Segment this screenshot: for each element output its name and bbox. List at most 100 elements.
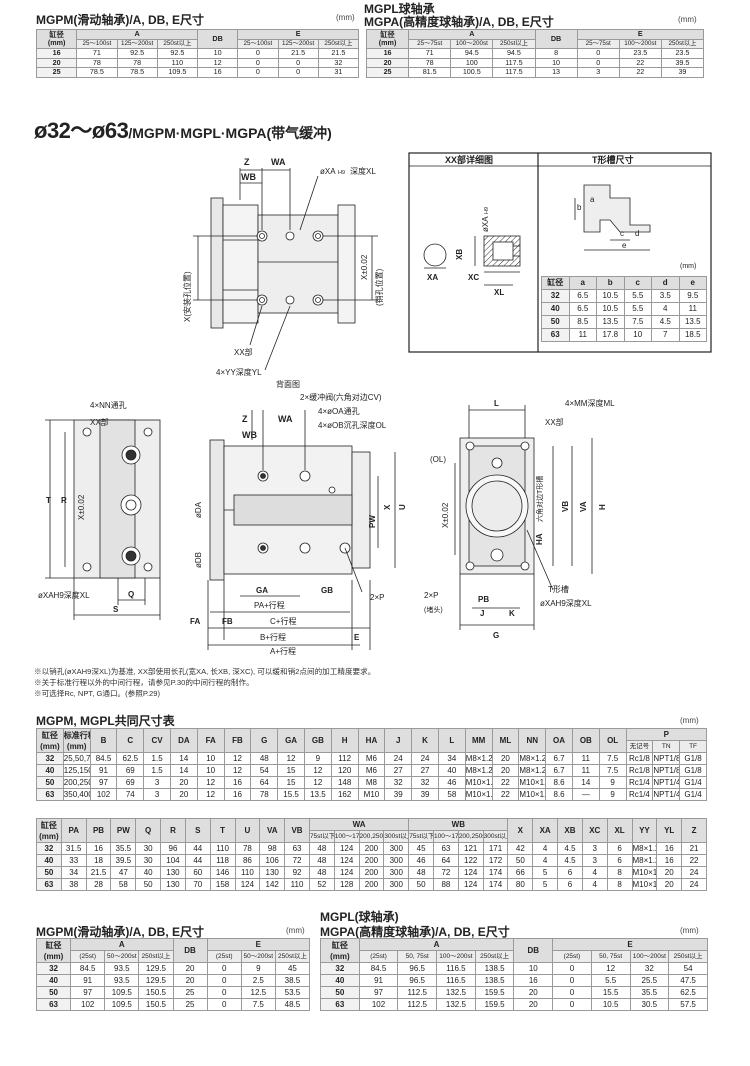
- lbl-wb2: WB: [242, 430, 257, 440]
- table-cell: 32: [384, 776, 413, 789]
- table-cell: 21.5: [277, 48, 319, 59]
- lbl-tslot: 六角对边T形槽: [535, 476, 544, 522]
- subheader: 50～200st: [240, 950, 276, 963]
- subheader: 100～175st: [433, 830, 459, 843]
- table-cell: 15: [277, 764, 305, 777]
- table-cell: 64: [433, 854, 459, 867]
- lbl-u: U: [398, 504, 407, 510]
- lbl-j: J: [480, 609, 484, 618]
- table-cell: 16: [223, 788, 252, 801]
- common-table-1: 缸径(mm)标准行程(mm)BCCVDAFAFBGGAGBHHAJKLMMMLN…: [36, 728, 708, 801]
- table-cell: 25: [172, 998, 208, 1011]
- table-cell: 100: [450, 57, 494, 68]
- bore-cell: 20: [35, 57, 78, 68]
- header: VB: [284, 818, 310, 843]
- header: 缸径(mm): [36, 728, 64, 753]
- table-cell: M10×1.5: [518, 776, 547, 789]
- table-cell: 63: [284, 842, 310, 855]
- table-cell: 0: [552, 962, 592, 975]
- header: GB: [303, 728, 332, 753]
- table-cell: 11: [571, 752, 600, 765]
- table-cell: 0: [277, 57, 319, 68]
- lbl-fb: FB: [222, 617, 233, 626]
- table-cell: 158: [209, 878, 236, 891]
- table-cell: 25: [172, 986, 208, 999]
- table-cell: 9: [598, 776, 627, 789]
- table-cell: 124: [234, 878, 261, 891]
- table-cell: 109.5: [104, 986, 140, 999]
- subheader: 250st以上: [156, 38, 199, 49]
- table-cell: 38.5: [274, 974, 311, 987]
- lbl-tform: T形槽: [548, 584, 569, 594]
- header: T: [209, 818, 236, 843]
- table-cell: 22: [618, 57, 662, 68]
- table-cell: 72: [433, 866, 459, 879]
- header: NN: [518, 728, 547, 753]
- table-cell: 63: [433, 842, 459, 855]
- subheader: 100～200st: [436, 950, 476, 963]
- table-cell: 110: [156, 57, 199, 68]
- subheader: 25～75st: [408, 38, 452, 49]
- table-cell: 34: [437, 752, 466, 765]
- table-cell: M8×1.25: [518, 752, 547, 765]
- table-cell: 13: [534, 67, 578, 78]
- table-cell: 84.5: [70, 962, 106, 975]
- lbl-c: C+行程: [270, 616, 296, 626]
- table-cell: 102: [358, 998, 399, 1011]
- table-cell: 8: [606, 866, 633, 879]
- table-cell: 72: [284, 854, 310, 867]
- table-cell: 6: [557, 878, 583, 891]
- lbl-ga: GA: [256, 586, 268, 595]
- table-cell: 97: [89, 776, 118, 789]
- header-a: A: [76, 29, 198, 40]
- table-cell: 20: [172, 962, 208, 975]
- table-cell: 138.5: [474, 962, 515, 975]
- table-cell: 39: [411, 788, 439, 801]
- table-cell: 138.5: [474, 974, 515, 987]
- lbl-p: 2×P: [370, 593, 384, 602]
- header: B: [89, 728, 118, 753]
- bore-cell: 40: [36, 854, 62, 867]
- lbl-a: A+行程: [270, 646, 296, 656]
- header: XB: [557, 818, 583, 843]
- table-cell: 30: [135, 854, 162, 867]
- bore-cell: 32: [35, 962, 72, 975]
- table-cell: 159.5: [474, 986, 515, 999]
- table-cell: 69: [116, 776, 145, 789]
- table-cell: 78: [250, 788, 279, 801]
- lbl-t-a: a: [590, 195, 595, 204]
- lbl-ob: 4×øOB沉孔深度OL: [318, 420, 387, 430]
- table-cell: 54: [668, 962, 708, 975]
- table-cell: 112.5: [397, 998, 438, 1011]
- table-cell: NPT1/4: [652, 776, 681, 789]
- table-cell: 102: [89, 788, 118, 801]
- table-cell: 92.5: [156, 48, 199, 59]
- lbl-xa: øXA: [320, 167, 336, 176]
- lbl-t-b: b: [577, 203, 582, 212]
- table-cell: 124: [457, 866, 484, 879]
- table-row: 3225,50,75,10084.562.51.514101248129112M…: [36, 752, 707, 765]
- table-cell: 74: [116, 788, 145, 801]
- lbl-k: K: [509, 609, 515, 618]
- table-cell: M10×1.5: [518, 788, 547, 801]
- table-cell: 13.5: [678, 315, 707, 329]
- header-e: E: [576, 29, 705, 40]
- table-cell: 91: [89, 764, 118, 777]
- lbl-t-slot: T形槽尺寸: [592, 154, 634, 165]
- top-right-title-2: MGPA(高精度球轴承)/A, DB, E尺寸: [364, 15, 554, 29]
- lbl-pin-pos: (销孔位置): [374, 268, 384, 306]
- table-cell: 120: [330, 764, 359, 777]
- header: U: [234, 818, 261, 843]
- top-view-plate-left: [210, 197, 224, 329]
- table-cell: 1.5: [143, 752, 171, 765]
- table-cell: 97: [358, 986, 399, 999]
- subheader: TN: [652, 740, 681, 753]
- table-cell: 15: [277, 776, 305, 789]
- table-cell: 0: [576, 57, 620, 68]
